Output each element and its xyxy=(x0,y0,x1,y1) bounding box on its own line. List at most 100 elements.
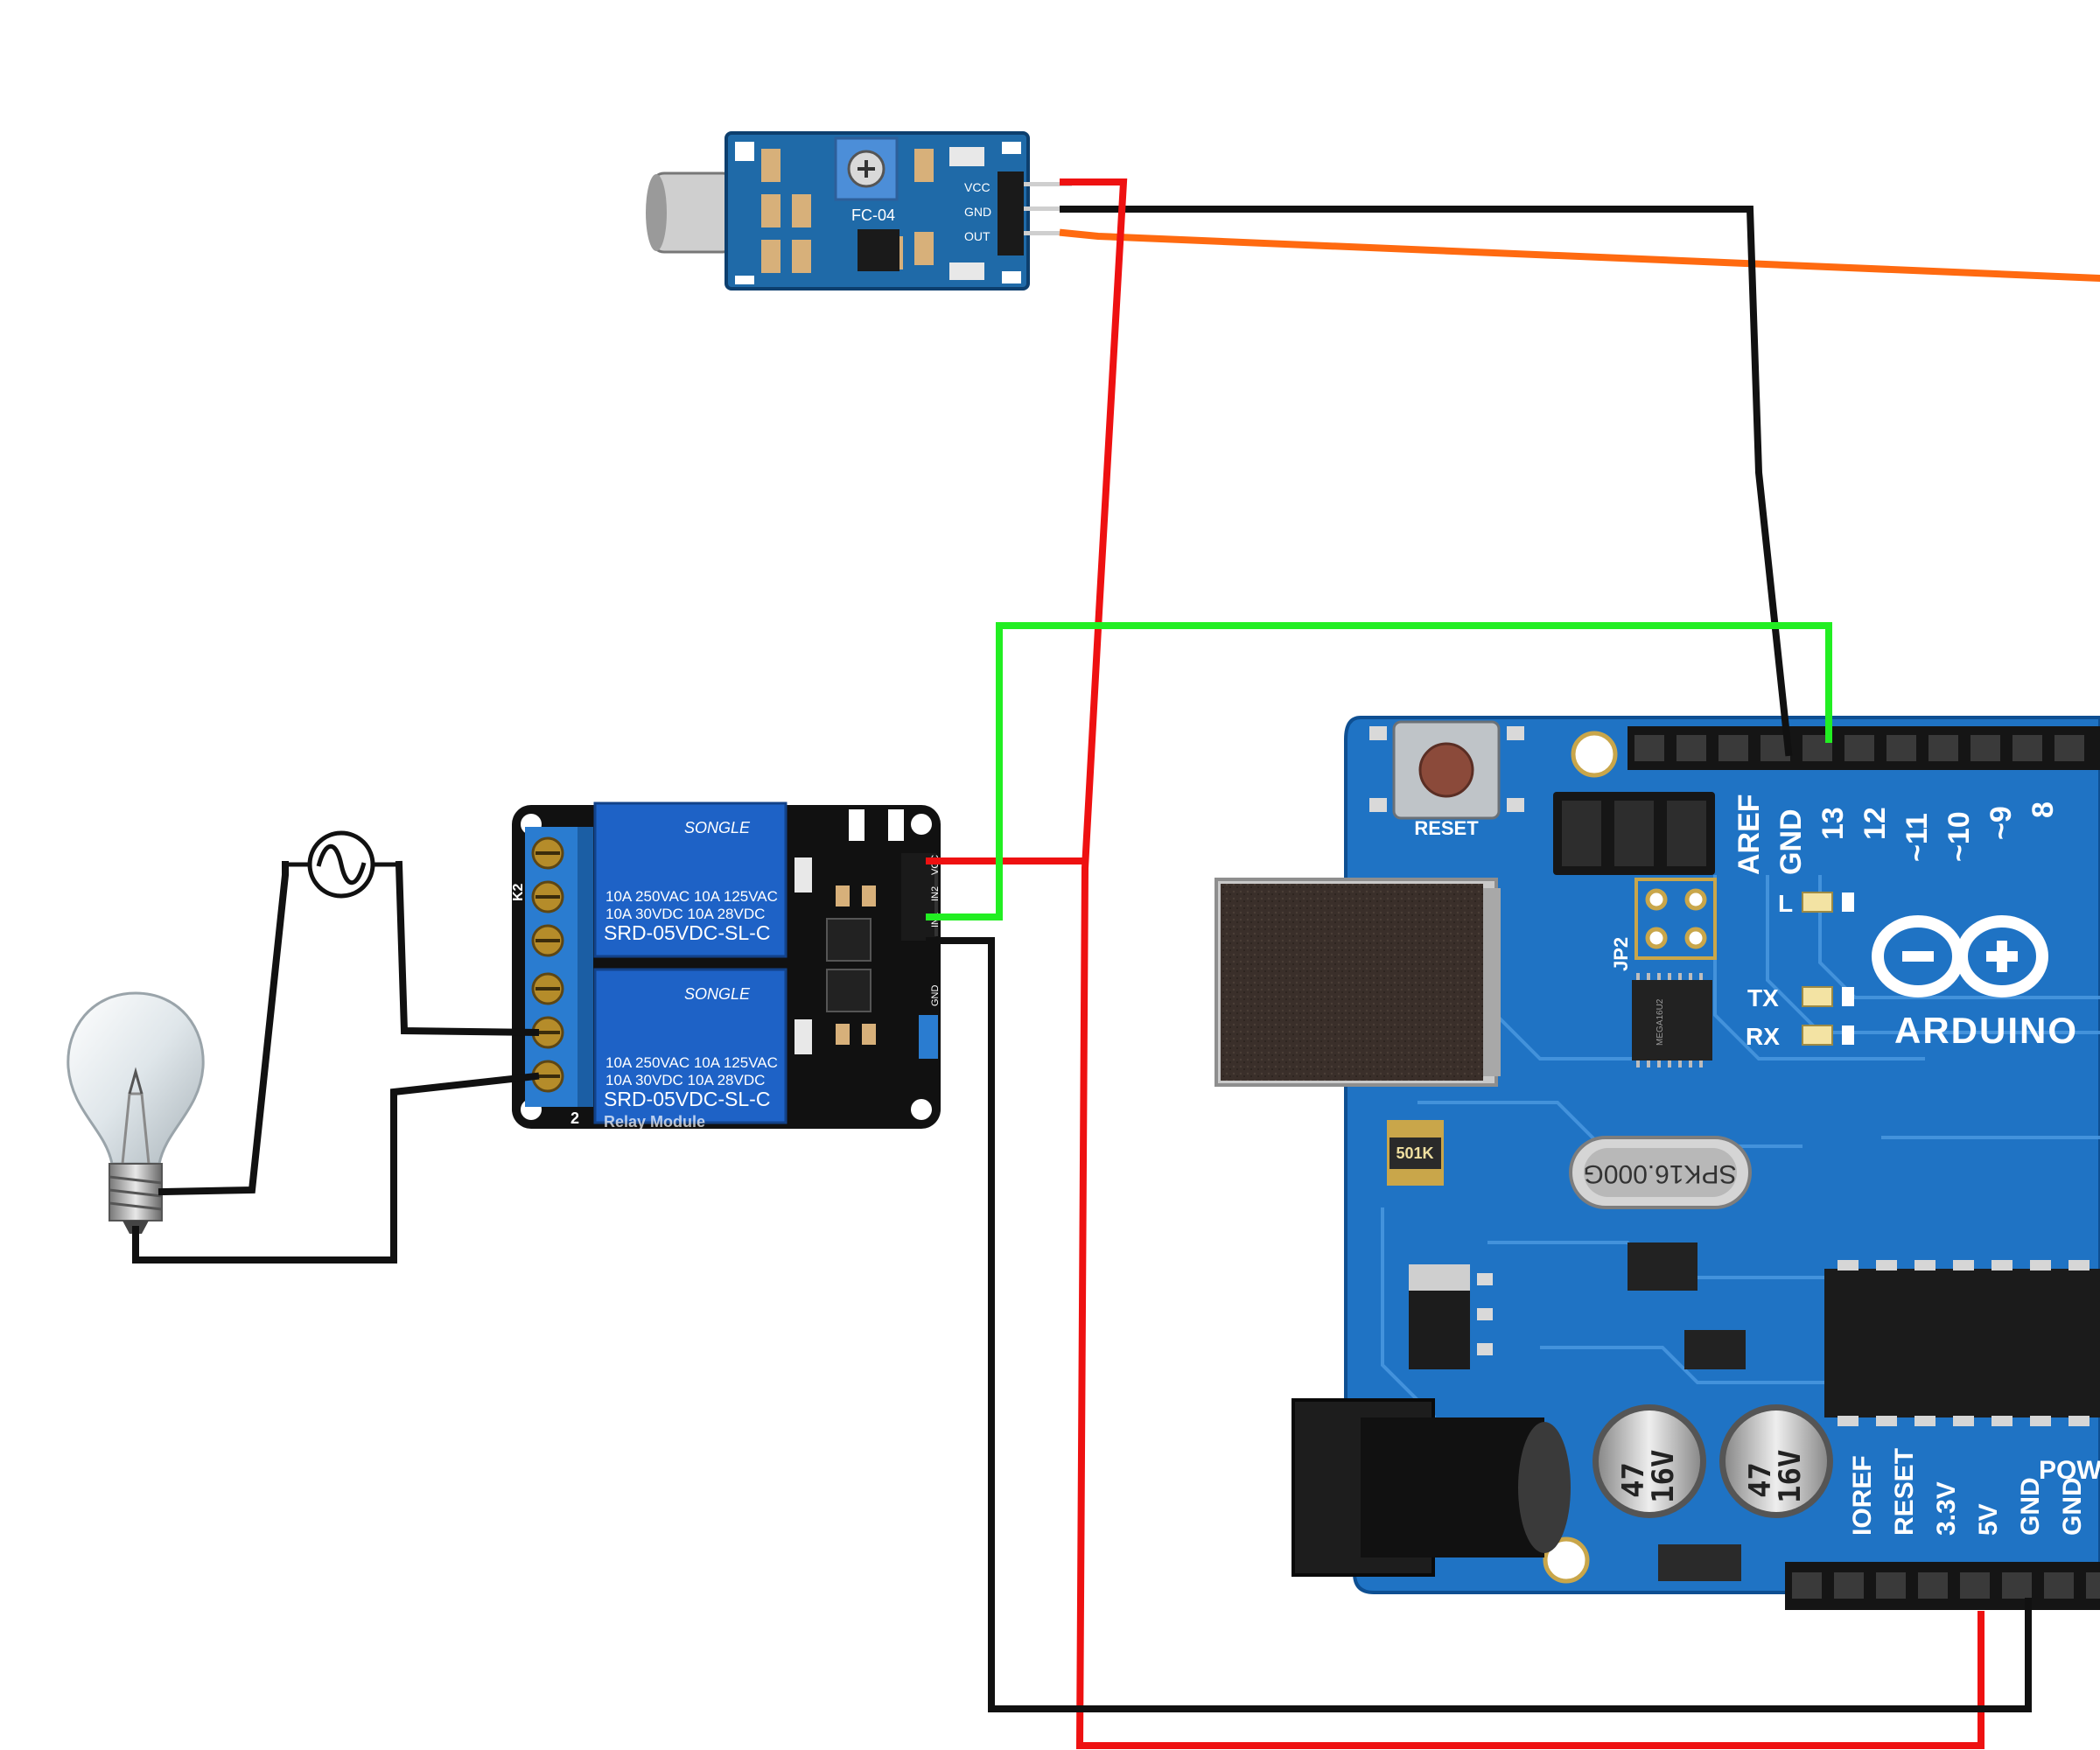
relay-channel-label: 2 xyxy=(570,1110,579,1127)
mounting-hole xyxy=(911,1099,932,1120)
relay-2: SONGLE 10A 250VAC 10A 125VAC 10A 30VDC 1… xyxy=(593,968,788,1124)
crystal-oscillator: SPK16.000G xyxy=(1569,1136,1752,1209)
pin-label-13: 13 xyxy=(1816,807,1850,840)
mounting-hole xyxy=(1543,1536,1590,1584)
header-socket xyxy=(1960,1572,1990,1599)
atmega328-chip xyxy=(1824,1260,2100,1426)
relay-module-footer: Relay Module xyxy=(604,1113,705,1130)
wire-relay-to-bulb xyxy=(132,1072,540,1264)
power-led xyxy=(949,147,984,166)
header-socket xyxy=(2086,1572,2100,1599)
header-socket xyxy=(2044,1572,2074,1599)
smd-chip xyxy=(1684,1330,1746,1369)
header-socket xyxy=(1634,735,1664,761)
relay-pin-gnd-label: GND xyxy=(930,985,941,1007)
screw-terminal-block xyxy=(525,827,593,1107)
regulator-501k: 501K xyxy=(1387,1120,1444,1186)
status-leds xyxy=(1802,892,1854,1046)
wire-relay-in1 xyxy=(926,622,1832,920)
relay-1-rating-1: 10A 250VAC 10A 125VAC xyxy=(606,888,778,905)
atmega16u2-chip: MEGA16U2 xyxy=(1632,973,1712,1068)
arduino-brand-text: ARDUINO xyxy=(1894,1010,2078,1051)
svg-text:47: 47 xyxy=(1616,1462,1651,1498)
header-socket xyxy=(1928,735,1958,761)
pin-label-11: ~11 xyxy=(1900,813,1934,862)
sensor-pin-out-label: OUT xyxy=(964,229,990,243)
header-socket xyxy=(1914,1260,1936,1270)
relay-1-model: SRD-05VDC-SL-C xyxy=(604,921,770,944)
power-header-title: POWER xyxy=(2039,1456,2100,1485)
relay-driver-parts xyxy=(794,809,938,1059)
pin-label-10: ~10 xyxy=(1942,811,1976,862)
microphone-icon xyxy=(646,172,737,254)
pin-label-gnd: GND xyxy=(1774,808,1808,875)
diode-m7 xyxy=(1658,1544,1741,1581)
pin-label-8: 8 xyxy=(2026,802,2060,818)
header-socket xyxy=(1876,1260,1897,1270)
usb-b-port xyxy=(1214,878,1501,1087)
power-header xyxy=(1785,1562,2100,1610)
wires xyxy=(132,178,2100,1749)
header-socket xyxy=(1914,1416,1936,1426)
comparator-chip xyxy=(858,229,900,271)
wire-sensor-vcc xyxy=(1060,178,1984,1749)
crystal-label: SPK16.000G xyxy=(1583,1159,1736,1188)
sensor-pin-header xyxy=(998,172,1072,256)
header-socket xyxy=(1970,735,2000,761)
header-socket xyxy=(1838,1416,1858,1426)
mounting-hole xyxy=(911,814,932,835)
jp2-label: JP2 xyxy=(1610,937,1632,971)
led-label-rx: RX xyxy=(1746,1023,1780,1050)
header-socket xyxy=(1844,735,1874,761)
capacitor-right: 47 16V xyxy=(1719,1404,1833,1518)
relay-1-brand: SONGLE xyxy=(684,819,751,836)
wire-sensor-out xyxy=(1059,228,2100,283)
dc-barrel-jack[interactable] xyxy=(1292,1398,1571,1577)
relay-k2-label: K2 xyxy=(511,883,526,901)
relay-2-model: SRD-05VDC-SL-C xyxy=(604,1088,770,1110)
relay-2-brand: SONGLE xyxy=(684,985,751,1003)
voltage-regulator-ld1117 xyxy=(1409,1264,1493,1369)
wire-sensor-gnd xyxy=(1060,206,1793,757)
svg-text:16V: 16V xyxy=(1773,1450,1808,1503)
digital-header xyxy=(1628,726,2100,770)
header-socket xyxy=(1876,1572,1906,1599)
wire-ac-right-to-relay xyxy=(395,860,540,1037)
pin-label-12: 12 xyxy=(1858,807,1892,840)
relay-pin-in2-label: IN2 xyxy=(930,886,941,901)
light-bulb-icon xyxy=(66,991,205,1234)
capacitor-left: 47 16V xyxy=(1592,1404,1706,1518)
pin-label-ioref: IOREF xyxy=(1848,1455,1877,1536)
led-label-tx: TX xyxy=(1747,984,1779,1012)
arduino-uno-board: RESET JP2 AREF xyxy=(1214,716,2100,1610)
header-socket xyxy=(1953,1416,1974,1426)
regulator-label: 501K xyxy=(1396,1144,1433,1162)
reset-button[interactable] xyxy=(1369,720,1524,820)
header-socket xyxy=(2054,735,2084,761)
arduino-logo xyxy=(1872,915,2048,998)
signal-led xyxy=(949,262,984,280)
pin-label-aref: AREF xyxy=(1732,794,1766,875)
header-socket xyxy=(1992,1416,2012,1426)
potentiometer[interactable] xyxy=(834,136,899,201)
ac-source-icon xyxy=(285,830,399,899)
pin-label-9: ~9 xyxy=(1984,806,2018,840)
sensor-pin-gnd-label: GND xyxy=(964,205,991,219)
wire-relay-gnd xyxy=(926,937,2032,1712)
relay-2-rating-1: 10A 250VAC 10A 125VAC xyxy=(606,1054,778,1071)
led-label-l: L xyxy=(1778,890,1793,917)
pin-label-reset: RESET xyxy=(1890,1448,1919,1536)
header-socket xyxy=(1886,735,1916,761)
pin-label-gnd-1: GND xyxy=(2016,1477,2045,1536)
header-socket xyxy=(1992,1260,2012,1270)
svg-text:16V: 16V xyxy=(1646,1450,1681,1503)
icsp-header xyxy=(1553,792,1717,960)
relay-module: K2 2 SONGLE 10A 250VAC 10A 125VAC 10A 30… xyxy=(511,802,941,1130)
chip-label: MEGA16U2 xyxy=(1656,998,1665,1046)
header-socket xyxy=(1918,1572,1948,1599)
relay-2-rating-2: 10A 30VDC 10A 28VDC xyxy=(606,1072,765,1088)
header-socket xyxy=(2030,1416,2051,1426)
header-socket xyxy=(1676,735,1706,761)
digital-header-labels: AREF GND 13 12 ~11 ~10 ~9 8 xyxy=(1732,794,2060,875)
